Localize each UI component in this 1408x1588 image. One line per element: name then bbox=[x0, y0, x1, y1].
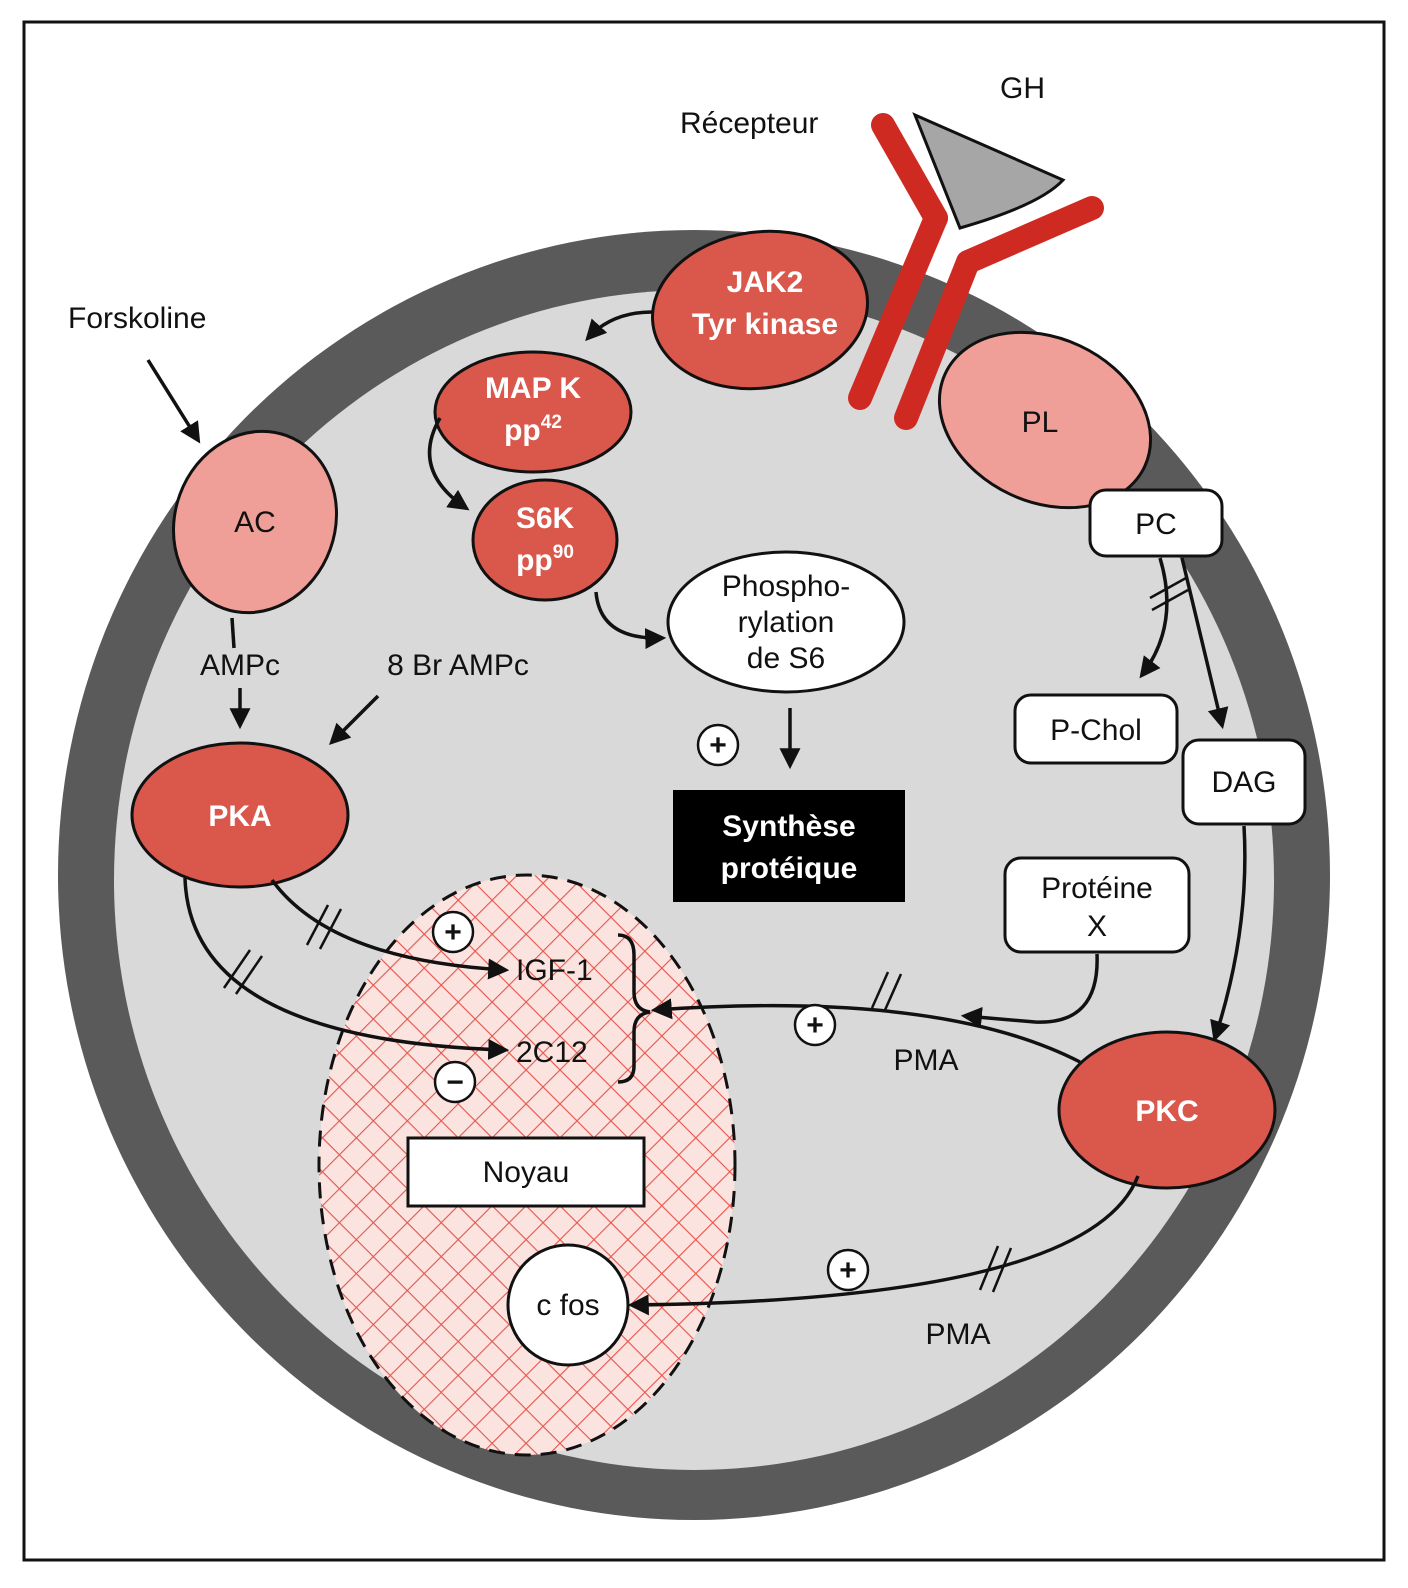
pka-enzyme bbox=[130, 741, 350, 889]
minus-symbol-2c12 bbox=[433, 1060, 477, 1104]
mapk-label-line2: pp42 bbox=[504, 412, 562, 447]
mapk-label-line1: MAP K bbox=[485, 372, 581, 405]
jak2-label-line1: JAK2 bbox=[727, 266, 804, 299]
pka-to-igf1-arrow bbox=[270, 878, 510, 980]
br-ampc-label: 8 Br AMPc bbox=[387, 649, 529, 682]
proteine-label-line1: Protéine bbox=[1041, 872, 1153, 905]
s6k-enzyme bbox=[471, 478, 619, 602]
pl-enzyme bbox=[937, 330, 1153, 510]
dag-label: DAG bbox=[1211, 766, 1276, 799]
phospho-label-line1: Phospho- bbox=[722, 570, 850, 603]
ac-label: AC bbox=[234, 506, 276, 539]
jak2-label-line2: Tyr kinase bbox=[692, 308, 838, 341]
pl-label: PL bbox=[1022, 406, 1059, 439]
mapk-to-s6k-arrow bbox=[427, 417, 470, 511]
mapk-enzyme bbox=[433, 350, 633, 474]
pkc-enzyme bbox=[1057, 1030, 1277, 1190]
phospho-label-line3: de S6 bbox=[747, 642, 825, 675]
c2c12-label: 2C12 bbox=[516, 1036, 588, 1069]
mapk-pp-text: pp bbox=[504, 414, 541, 447]
pc-pchol-break-mark bbox=[1149, 576, 1189, 612]
pkc-to-genes-arrow bbox=[650, 998, 1081, 1064]
plus-symbol-pma-lower bbox=[826, 1248, 870, 1292]
pc-box bbox=[1088, 488, 1224, 558]
gh-label: GH bbox=[1000, 72, 1045, 105]
s6k-label-line2: pp90 bbox=[516, 542, 574, 577]
mapk-sup-text: 42 bbox=[541, 412, 562, 433]
pma-label-upper: PMA bbox=[893, 1044, 958, 1077]
plus-text-pma-lower: + bbox=[839, 1254, 857, 1287]
s6k-sup-text: 90 bbox=[553, 542, 574, 563]
plus-text-synthese: + bbox=[709, 729, 727, 762]
receptor-label: Récepteur bbox=[680, 107, 818, 140]
proteine-label-line2: X bbox=[1087, 910, 1107, 943]
proteine-x-box bbox=[1003, 856, 1191, 954]
pka-label: PKA bbox=[208, 800, 271, 833]
pka-2c12-break-mark bbox=[222, 949, 264, 995]
s6k-label-line1: S6K bbox=[516, 502, 575, 535]
pma-label-lower: PMA bbox=[925, 1318, 990, 1351]
phospho-label-line2: rylation bbox=[738, 606, 835, 639]
pc-label: PC bbox=[1135, 508, 1177, 541]
pkc-label: PKC bbox=[1135, 1095, 1198, 1128]
plus-text-pma-upper: + bbox=[806, 1009, 824, 1042]
ac-enzyme bbox=[172, 429, 338, 615]
ampc-label: AMPc bbox=[200, 649, 280, 682]
proteine-x-to-pma-arrow bbox=[960, 953, 1099, 1028]
minus-text-2c12: − bbox=[446, 1066, 464, 1099]
phosphorylation-s6-node bbox=[666, 550, 906, 694]
pkc-cfos-break-mark bbox=[978, 1245, 1013, 1293]
plus-symbol-pma-upper bbox=[793, 1003, 837, 1047]
dag-to-pkc-arrow bbox=[1210, 825, 1247, 1042]
pchol-label: P-Chol bbox=[1050, 714, 1142, 747]
jak2-to-mapk-arrow bbox=[585, 310, 653, 342]
plus-text-igf1: + bbox=[444, 916, 462, 949]
receptor-shape bbox=[848, 113, 1104, 430]
pc-to-dag-arrow bbox=[1180, 557, 1229, 730]
pchol-box bbox=[1013, 693, 1179, 765]
plus-symbol-synthese bbox=[696, 723, 740, 767]
gene-bracket bbox=[617, 933, 651, 1084]
dag-box bbox=[1181, 738, 1307, 826]
s6k-to-phospho-arrow bbox=[594, 591, 667, 650]
pka-igf1-break-mark bbox=[305, 904, 343, 950]
noyau-label: Noyau bbox=[483, 1156, 570, 1189]
br-ampc-arrow bbox=[329, 694, 380, 745]
forskoline-label: Forskoline bbox=[68, 302, 206, 335]
ac-to-ampc-line bbox=[230, 617, 236, 649]
jak2-enzyme bbox=[651, 229, 869, 391]
pka-to-2c12-arrow bbox=[183, 877, 510, 1060]
synthese-label-line2: protéique bbox=[721, 852, 858, 885]
pkc-genes-break-mark bbox=[870, 971, 903, 1011]
igf1-label: IGF-1 bbox=[516, 954, 593, 987]
cfos-label: c fos bbox=[536, 1289, 599, 1322]
gh-hormone-shape bbox=[912, 112, 1066, 230]
s6k-pp-text: pp bbox=[516, 544, 553, 577]
synthese-label-line1: Synthèse bbox=[722, 810, 855, 843]
synthese-proteique-box bbox=[673, 790, 905, 902]
plus-symbol-igf1 bbox=[431, 910, 475, 954]
pc-to-pchol-arrow bbox=[1139, 557, 1169, 679]
forskoline-arrow bbox=[146, 359, 201, 444]
noyau-box bbox=[406, 1136, 646, 1208]
